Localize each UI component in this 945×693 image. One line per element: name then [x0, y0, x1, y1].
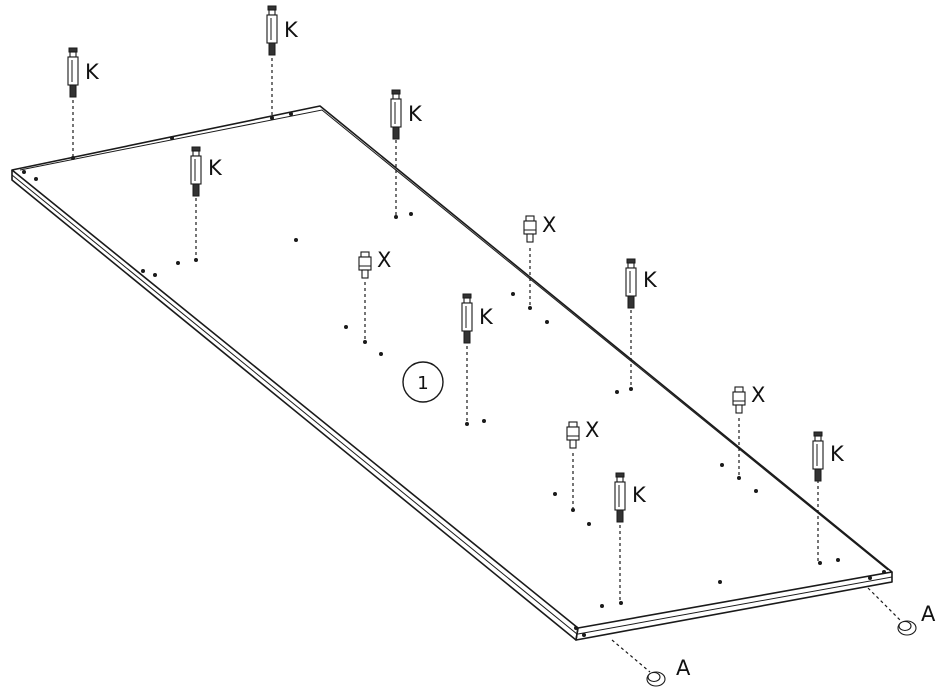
panel-front-edge-line [11, 174, 578, 635]
hole [153, 273, 157, 277]
panel-holes [22, 112, 886, 637]
hole [574, 626, 578, 630]
part-label-k: K [408, 102, 423, 126]
hole [545, 320, 549, 324]
panel-top-face [11, 105, 893, 629]
hole [600, 604, 604, 608]
part-label-k: K [85, 60, 100, 84]
hole [868, 576, 872, 580]
callout-circle [402, 361, 444, 403]
parts-a: A A [646, 602, 936, 687]
dowel-x: X [732, 383, 765, 414]
hole [141, 269, 145, 273]
part-label-x: X [751, 383, 765, 407]
dowel-x: X [358, 248, 391, 279]
hole [270, 116, 274, 120]
hole [619, 601, 623, 605]
hole [409, 212, 413, 216]
hole [754, 489, 758, 493]
cam-bolt-k: K [266, 5, 299, 56]
hole [170, 136, 174, 140]
hole [465, 422, 469, 426]
hole [22, 170, 26, 174]
panel-end-edge-line [577, 576, 893, 635]
hole [289, 112, 293, 116]
glide-a: A [897, 602, 936, 636]
hole [294, 238, 298, 242]
part-label-k: K [208, 156, 223, 180]
part-label-k: K [479, 305, 494, 329]
hole [511, 292, 515, 296]
cam-bolt-k: K [812, 431, 845, 482]
panel-number: 1 [417, 373, 428, 394]
glide-a: A [646, 656, 691, 687]
parts-k: K K K K [67, 5, 845, 523]
panel-board [11, 105, 893, 641]
hole [553, 492, 557, 496]
cam-bolt-k: K [190, 146, 223, 197]
hole [582, 633, 586, 637]
dowel-x: X [523, 213, 556, 243]
cam-bolt-k: K [67, 47, 100, 98]
part-label-x: X [542, 213, 556, 237]
hole [528, 306, 532, 310]
part-label-k: K [632, 483, 647, 507]
hole [379, 352, 383, 356]
part-label-x: X [377, 248, 391, 272]
hole [615, 390, 619, 394]
part-label-a: A [921, 602, 936, 626]
cam-bolt-k: K [461, 293, 494, 344]
hole [394, 215, 398, 219]
cam-bolt-k: K [614, 472, 647, 523]
hole [587, 522, 591, 526]
insertion-guides [72, 58, 903, 673]
guide-line [611, 639, 651, 673]
part-label-k: K [643, 268, 658, 292]
hole [363, 340, 367, 344]
part-label-k: K [284, 18, 299, 42]
hole [482, 419, 486, 423]
part-label-k: K [830, 442, 845, 466]
hole [720, 463, 724, 467]
cam-bolt-k: K [390, 89, 423, 140]
part-label-a: A [676, 656, 691, 680]
cam-bolt-k: K [625, 258, 658, 309]
hole [176, 261, 180, 265]
hole [882, 570, 886, 574]
guide-line [867, 587, 903, 623]
hole [71, 156, 75, 160]
dowel-x: X [566, 418, 599, 449]
hole [718, 580, 722, 584]
hole [344, 325, 348, 329]
part-label-x: X [585, 418, 599, 442]
panel-inner-edge [19, 109, 889, 571]
hole [818, 561, 822, 565]
panel-number-callout: 1 [402, 361, 444, 403]
hole [737, 476, 741, 480]
hole [34, 177, 38, 181]
hole [836, 558, 840, 562]
parts-x: X X X X [358, 213, 765, 449]
